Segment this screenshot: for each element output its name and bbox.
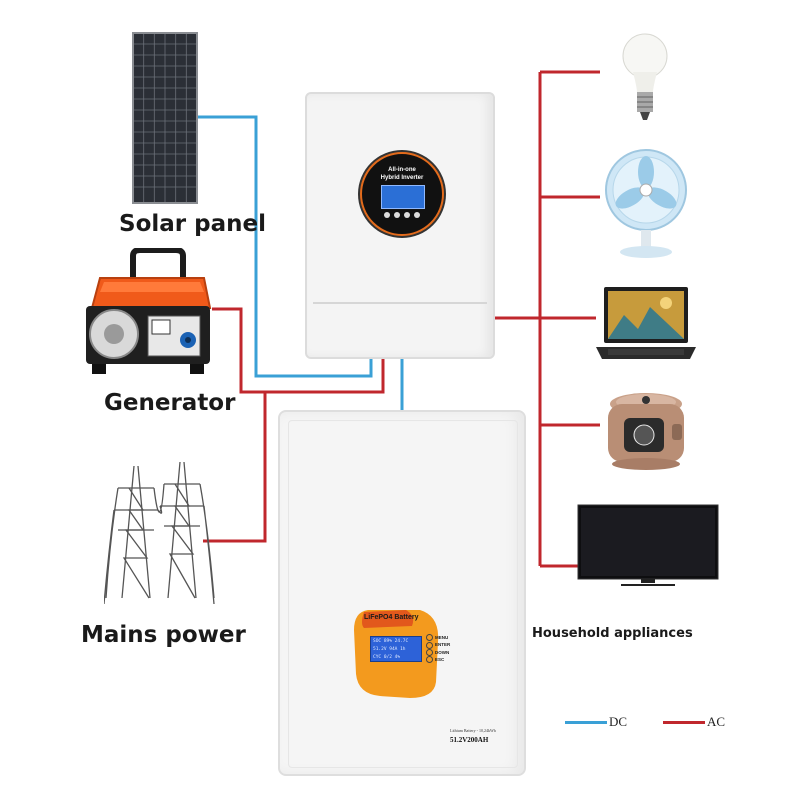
rice-cooker-icon [608,393,684,470]
inverter-bottom-panel [313,302,487,304]
ac-wire-mains [203,392,267,543]
legend: DC AC [563,712,763,732]
battery-lcd-row: SOC 89% 24.7C [373,639,409,644]
light-bulb-icon [622,33,668,120]
battery-lcd-row: CYC 0/2 4% [373,655,401,660]
battery-button-down: DOWN [426,648,450,656]
inverter-button [404,212,410,218]
legend-ac-label: AC [707,714,726,729]
laptop-icon [596,287,696,359]
battery-button-esc: ESC [426,656,450,664]
battery-lcd-row: 51.2V 94A 1h [373,647,406,652]
battery-button-menu: MENU [426,634,450,642]
battery-inner-frame [288,420,518,768]
battery-badge-title: LiFePO4 Battery [364,614,419,621]
solar-panel-label: Solar panel [119,211,266,237]
desk-fan-icon [605,149,687,258]
inverter-title-line2: Hybrid Inverter [380,175,424,181]
battery-spec-small: Lithium Battery - 10,24kWh [450,728,496,733]
lifepo4-battery: LiFePO4 Battery SOC 89% 24.7C 51.2V 94A … [278,410,526,776]
inverter-button [414,212,420,218]
legend-ac-swatch [663,721,705,724]
battery-spec-label: 51.2V200AH [450,736,489,744]
inverter-buttons [384,212,420,218]
inverter-button [384,212,390,218]
power-pylon-icon [104,461,215,605]
generator-icon [86,248,212,374]
inverter-title-line1: All-in-one [388,167,416,173]
hybrid-inverter: All-in-one Hybrid Inverter [305,92,495,359]
generator-label: Generator [104,390,236,416]
inverter-button [394,212,400,218]
battery-button-enter: ENTER [426,641,450,649]
tv-icon [577,504,719,586]
legend-dc-swatch [565,721,607,724]
household-appliances-label: Household appliances [532,626,693,641]
mains-power-label: Mains power [81,622,246,648]
solar-panel-icon [132,32,198,204]
ac-wire-generator [212,307,385,394]
inverter-lcd-screen [381,185,425,209]
battery-lcd-screen: SOC 89% 24.7C 51.2V 94A 1h CYC 0/2 4% [370,636,422,662]
battery-button-list: MENU ENTER DOWN ESC [426,634,450,664]
inverter-display-ring: All-in-one Hybrid Inverter [360,152,444,236]
legend-dc-label: DC [609,714,628,729]
dc-wire-solar [196,115,373,378]
